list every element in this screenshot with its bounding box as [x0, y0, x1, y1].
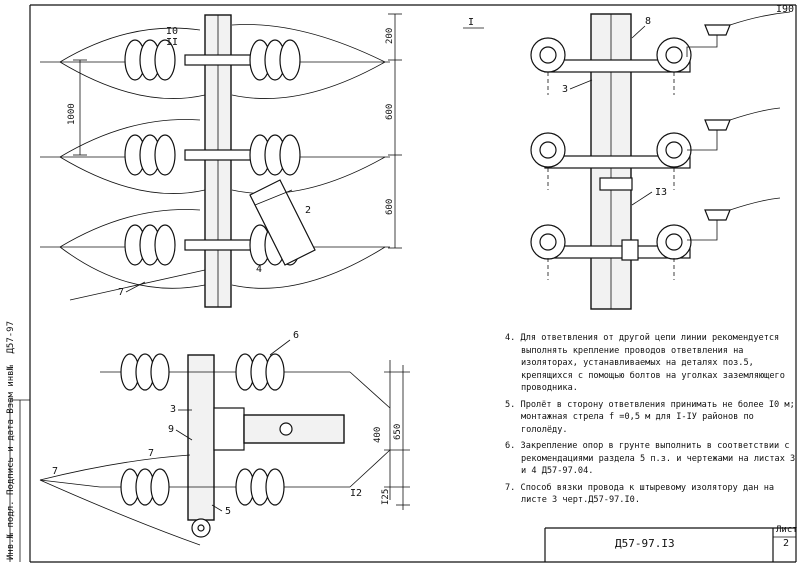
sheet-label: Лист — [776, 525, 798, 535]
document-code: Д57-97.I3 — [615, 537, 675, 550]
tapoff-arm — [243, 414, 345, 444]
dim-400: 400 — [373, 427, 383, 443]
marker-13: I3 — [655, 187, 667, 198]
marker-i0: I0 — [166, 26, 178, 37]
dim-600-lower: 600 — [385, 199, 395, 215]
marker-3-view: 3 — [562, 84, 568, 95]
elevation-dimensions — [73, 13, 402, 249]
plan-view: 400 650 I25 6 3 9 7 7 5 I2 — [39, 330, 410, 546]
side-code: Д57-97 — [6, 320, 16, 354]
dim-650: 650 — [393, 424, 403, 440]
page-number: I90 — [776, 4, 794, 15]
marker-ii: II — [166, 37, 178, 48]
dim-125: I25 — [381, 489, 391, 505]
crossarm-3 — [184, 239, 252, 251]
crossarm-2 — [184, 149, 252, 161]
insulator-strings-top — [124, 39, 301, 81]
marker-5: 5 — [225, 506, 231, 517]
view-i-pin-insulators — [686, 24, 731, 241]
marker-7-elevation: 7 — [118, 287, 124, 298]
note-4: 4. Для ответвления от другой цепи линии … — [505, 333, 785, 393]
branch-lines — [300, 360, 410, 510]
conductors — [40, 24, 390, 301]
crossarm-1 — [184, 54, 252, 66]
marker-12: I2 — [350, 488, 362, 499]
side-stamp: Инв.№ подл. Подпись и дата Взам инв№ Д57… — [6, 321, 16, 560]
marker-6: 6 — [293, 330, 299, 341]
view-i-insulators — [530, 37, 692, 260]
plan-insulators-top — [120, 353, 285, 391]
view-i: I — [463, 11, 791, 310]
sheet-number: 2 — [783, 538, 790, 549]
marker-8: 8 — [645, 16, 651, 27]
note-7: 7. Способ вязки провода к штыревому изол… — [505, 482, 775, 506]
dim-200: 200 — [385, 28, 395, 44]
tapoff-frame — [213, 407, 245, 451]
marker-9: 9 — [168, 424, 174, 435]
marker-4: 4 — [256, 264, 262, 275]
notes-list: 4. Для ответвления от другой цепи линии … — [505, 332, 797, 511]
marker-3-plan: 3 — [170, 404, 176, 415]
note-6: 6. Закрепление опор в грунте выполнить в… — [505, 441, 796, 476]
side-stamp-text: Инв.№ подл. Подпись и дата Взам инв№ — [6, 364, 16, 560]
view-i-branch-lines — [547, 11, 791, 280]
note-5: 5. Пролёт в сторону ответвления принимат… — [505, 399, 795, 435]
marker-2-elevation: 2 — [305, 205, 311, 216]
plan-insulators-bottom — [120, 468, 285, 506]
title-block — [544, 527, 796, 562]
insulator-strings-middle — [124, 134, 301, 176]
sheet-frame — [9, 4, 797, 563]
elevation-view: 1000 200 600 600 I0 II 2 4 7 — [40, 13, 402, 308]
pole-plan — [187, 354, 215, 521]
bracket-item-2 — [249, 179, 316, 266]
dim-1000: 1000 — [67, 103, 77, 125]
dim-600-upper: 600 — [385, 104, 395, 120]
view-label: I — [468, 17, 474, 28]
marker-7-plan-b: 7 — [52, 466, 58, 477]
marker-7-plan-a: 7 — [148, 448, 154, 459]
